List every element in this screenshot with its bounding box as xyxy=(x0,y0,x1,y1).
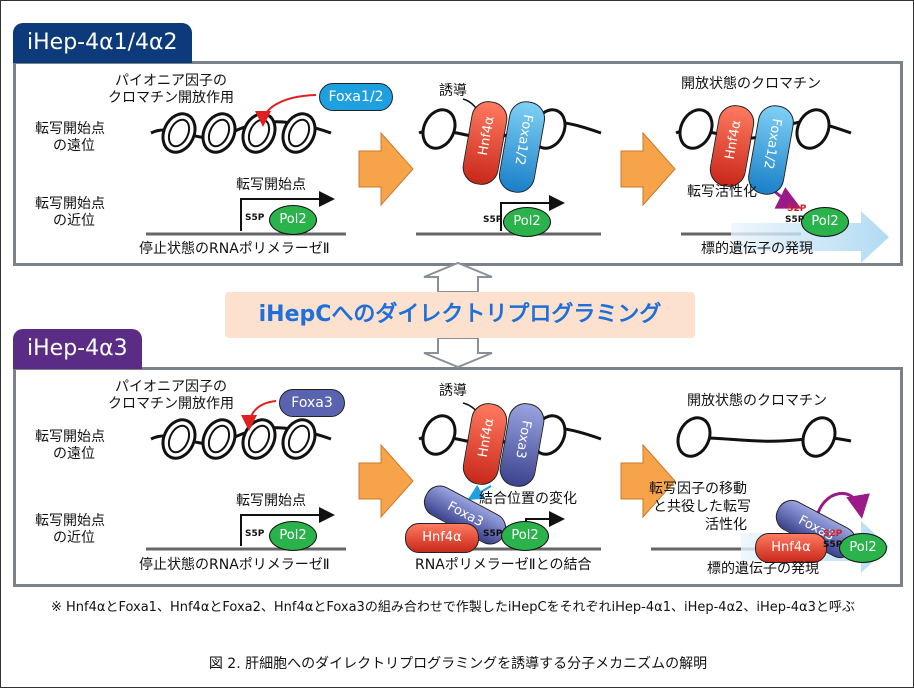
foxa3-label: Foxa3 xyxy=(512,419,534,460)
reprogramming-banner: iHepCへのダイレクトリプログラミング xyxy=(225,292,695,338)
bottom-migration-3: 活性化 xyxy=(705,517,747,533)
bottom-binding-label: RNAポリメラーゼⅡとの結合 xyxy=(415,557,592,573)
top-open-label: 開放状態のクロマチン xyxy=(681,76,821,92)
top-activation: 転写活性化 xyxy=(687,184,757,200)
top-distal-label-1: 転写開始点 xyxy=(35,121,105,137)
hnf4-label: Hnf4α xyxy=(771,540,811,555)
bottom-pol2-1: Pol2 xyxy=(269,521,317,551)
top-panel-title: iHep-4α1/4α2 xyxy=(13,23,192,63)
top-s5p-3: S5P xyxy=(785,215,805,225)
bottom-distal-label-2: の遠位 xyxy=(53,446,95,462)
top-tss-label: 転写開始点 xyxy=(236,177,306,193)
bottom-hnf4-moving: Hnf4α xyxy=(755,533,827,563)
bottom-s5p-2: S5P xyxy=(483,529,503,539)
top-pioneer-note-2: クロマチン開放作用 xyxy=(108,90,234,106)
top-induction: 誘導 xyxy=(439,83,467,99)
bottom-migration-2: と共役した転写 xyxy=(653,499,751,515)
bottom-pioneer-note-2: クロマチン開放作用 xyxy=(108,396,234,412)
top-foxa-tag: Foxa1/2 xyxy=(319,83,393,111)
tss-arrow-top-2 xyxy=(500,195,565,231)
bottom-s5p-1: S5P xyxy=(245,529,265,539)
step-arrow-bottom-2 xyxy=(620,443,676,519)
bottom-tss-label: 転写開始点 xyxy=(236,493,306,509)
top-s2p: S2P xyxy=(787,204,807,214)
top-s5p-1: S5P xyxy=(245,213,265,223)
bottom-panel-title: iHep-4α3 xyxy=(13,329,142,369)
top-distal-label-2: の遠位 xyxy=(53,138,95,154)
hnf4-label: Hnf4α xyxy=(422,530,462,545)
nucleosome-row-bottom-1 xyxy=(150,418,332,460)
foxa12-label: Foxa1/2 xyxy=(760,117,784,171)
step-arrow-top-2 xyxy=(620,131,676,207)
flow-arrow-up xyxy=(423,261,493,369)
bottom-binding-change: 結合位置の変化 xyxy=(479,491,577,507)
top-pol2-3: Pol2 xyxy=(801,207,849,237)
hnf4-label: Hnf4α xyxy=(722,119,744,161)
footnote: ※ Hnf4αとFoxa1、Hnf4αとFoxa2、Hnf4αとFoxa3の組み… xyxy=(51,600,855,615)
top-pol2-2: Pol2 xyxy=(503,207,551,237)
bottom-proximal-label-1: 転写開始点 xyxy=(35,513,105,529)
pol2-label: Pol2 xyxy=(511,528,539,543)
bottom-paused-label: 停止状態のRNAポリメラーゼⅡ xyxy=(139,557,330,573)
pol2-label: Pol2 xyxy=(849,540,877,555)
step-arrow-bottom-1 xyxy=(358,443,414,519)
pol2-label: Pol2 xyxy=(279,212,307,227)
top-proximal-label-1: 転写開始点 xyxy=(35,196,105,212)
nucleosome-row-top-1 xyxy=(150,112,332,154)
nucleosome-row-top-3 xyxy=(675,108,852,150)
bottom-foxa-tag: Foxa3 xyxy=(279,389,345,417)
top-paused-label: 停止状態のRNAポリメラーゼⅡ xyxy=(139,241,330,257)
bottom-proximal-label-2: の近位 xyxy=(53,530,95,546)
pioneer-arrow-top xyxy=(255,94,317,127)
tss-arrow-bottom xyxy=(240,507,335,546)
binding-change-arrow xyxy=(467,484,492,501)
pioneer-arrow-bottom xyxy=(241,400,277,431)
figure-caption: 図 2. 肝細胞へのダイレクトリプログラミングを誘導する分子メカニズムの解明 xyxy=(208,656,708,672)
foxa12-label: Foxa1/2 xyxy=(511,113,536,167)
bottom-distal-label-1: 転写開始点 xyxy=(35,429,105,445)
top-proximal-label-2: の近位 xyxy=(53,213,95,229)
bottom-open-label: 開放状態のクロマチン xyxy=(687,393,827,409)
step-arrow-top-1 xyxy=(358,131,414,207)
bottom-s5p-3: S5P xyxy=(823,540,843,550)
pol2-label: Pol2 xyxy=(513,214,541,229)
hnf4-label: Hnf4α xyxy=(475,115,498,157)
pol2-label: Pol2 xyxy=(279,528,307,543)
bottom-target-label: 標的遺伝子の発現 xyxy=(707,561,819,577)
bottom-pol2-2: Pol2 xyxy=(501,521,549,551)
bottom-hnf4-bound: Hnf4α xyxy=(405,523,479,553)
top-pol2-1: Pol2 xyxy=(269,205,317,235)
target-expression-arrow-top xyxy=(731,211,889,263)
bottom-s2p: S2P xyxy=(823,529,843,539)
pol2-label: Pol2 xyxy=(811,214,839,229)
bottom-migration-1: 転写因子の移動 xyxy=(649,481,747,497)
top-s5p-2: S5P xyxy=(483,215,503,225)
bottom-induction: 誘導 xyxy=(439,383,467,399)
bottom-pol2-3: Pol2 xyxy=(839,533,887,563)
top-target-label: 標的遺伝子の発現 xyxy=(701,241,813,257)
hnf4-label: Hnf4α xyxy=(475,417,497,459)
tss-arrow-top xyxy=(240,191,335,231)
top-pioneer-note-1: パイオニア因子の xyxy=(115,73,227,89)
bottom-pioneer-note-1: パイオニア因子の xyxy=(115,379,227,395)
open-chromatin-bottom xyxy=(676,416,852,458)
